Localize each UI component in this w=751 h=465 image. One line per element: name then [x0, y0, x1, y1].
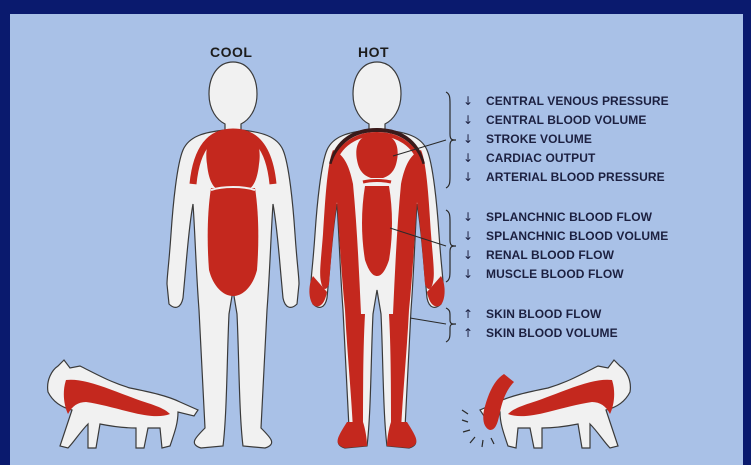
leader-line-skin — [410, 318, 446, 324]
bracket-skin — [446, 308, 456, 342]
label-skin-blood-volume: SKIN BLOOD VOLUME — [486, 326, 618, 340]
arrow-icon: ↓ — [463, 170, 473, 184]
label-splanchnic-blood-flow: SPLANCHNIC BLOOD FLOW — [486, 210, 652, 224]
label-renal-blood-flow: RENAL BLOOD FLOW — [486, 248, 614, 262]
label-central-venous-pressure: CENTRAL VENOUS PRESSURE — [486, 94, 669, 108]
bracket-splanchnic — [446, 210, 456, 282]
arrow-icon: ↓ — [463, 113, 473, 127]
arrow-icon: ↓ — [463, 248, 473, 262]
hot-header: HOT — [358, 44, 389, 60]
label-stroke-volume: STROKE VOLUME — [486, 132, 592, 146]
label-arterial-blood-pressure: ARTERIAL BLOOD PRESSURE — [486, 170, 665, 184]
arrow-icon: ↓ — [463, 210, 473, 224]
arrow-icon: ↓ — [463, 229, 473, 243]
human-body-hot-icon — [309, 62, 444, 448]
arrow-icon: ↓ — [463, 151, 473, 165]
label-muscle-blood-flow: MUSCLE BLOOD FLOW — [486, 267, 624, 281]
cool-header: COOL — [210, 44, 252, 60]
label-cardiac-output: CARDIAC OUTPUT — [486, 151, 595, 165]
label-splanchnic-blood-volume: SPLANCHNIC BLOOD VOLUME — [486, 229, 668, 243]
human-body-cool-icon — [167, 62, 299, 448]
arrow-icon: ↓ — [463, 267, 473, 281]
arrow-icon: ↓ — [463, 132, 473, 146]
diagram-panel: COOL HOT ↓ CENTRAL VENOUS PRESSURE ↓ CEN… — [10, 14, 743, 465]
bracket-central — [446, 92, 456, 188]
arrow-icon: ↑ — [463, 326, 473, 340]
arrow-icon: ↑ — [463, 307, 473, 321]
label-central-blood-volume: CENTRAL BLOOD VOLUME — [486, 113, 646, 127]
label-skin-blood-flow: SKIN BLOOD FLOW — [486, 307, 602, 321]
dog-panting-icon — [480, 360, 630, 448]
dog-cool-icon — [48, 360, 198, 448]
arrow-icon: ↓ — [463, 94, 473, 108]
